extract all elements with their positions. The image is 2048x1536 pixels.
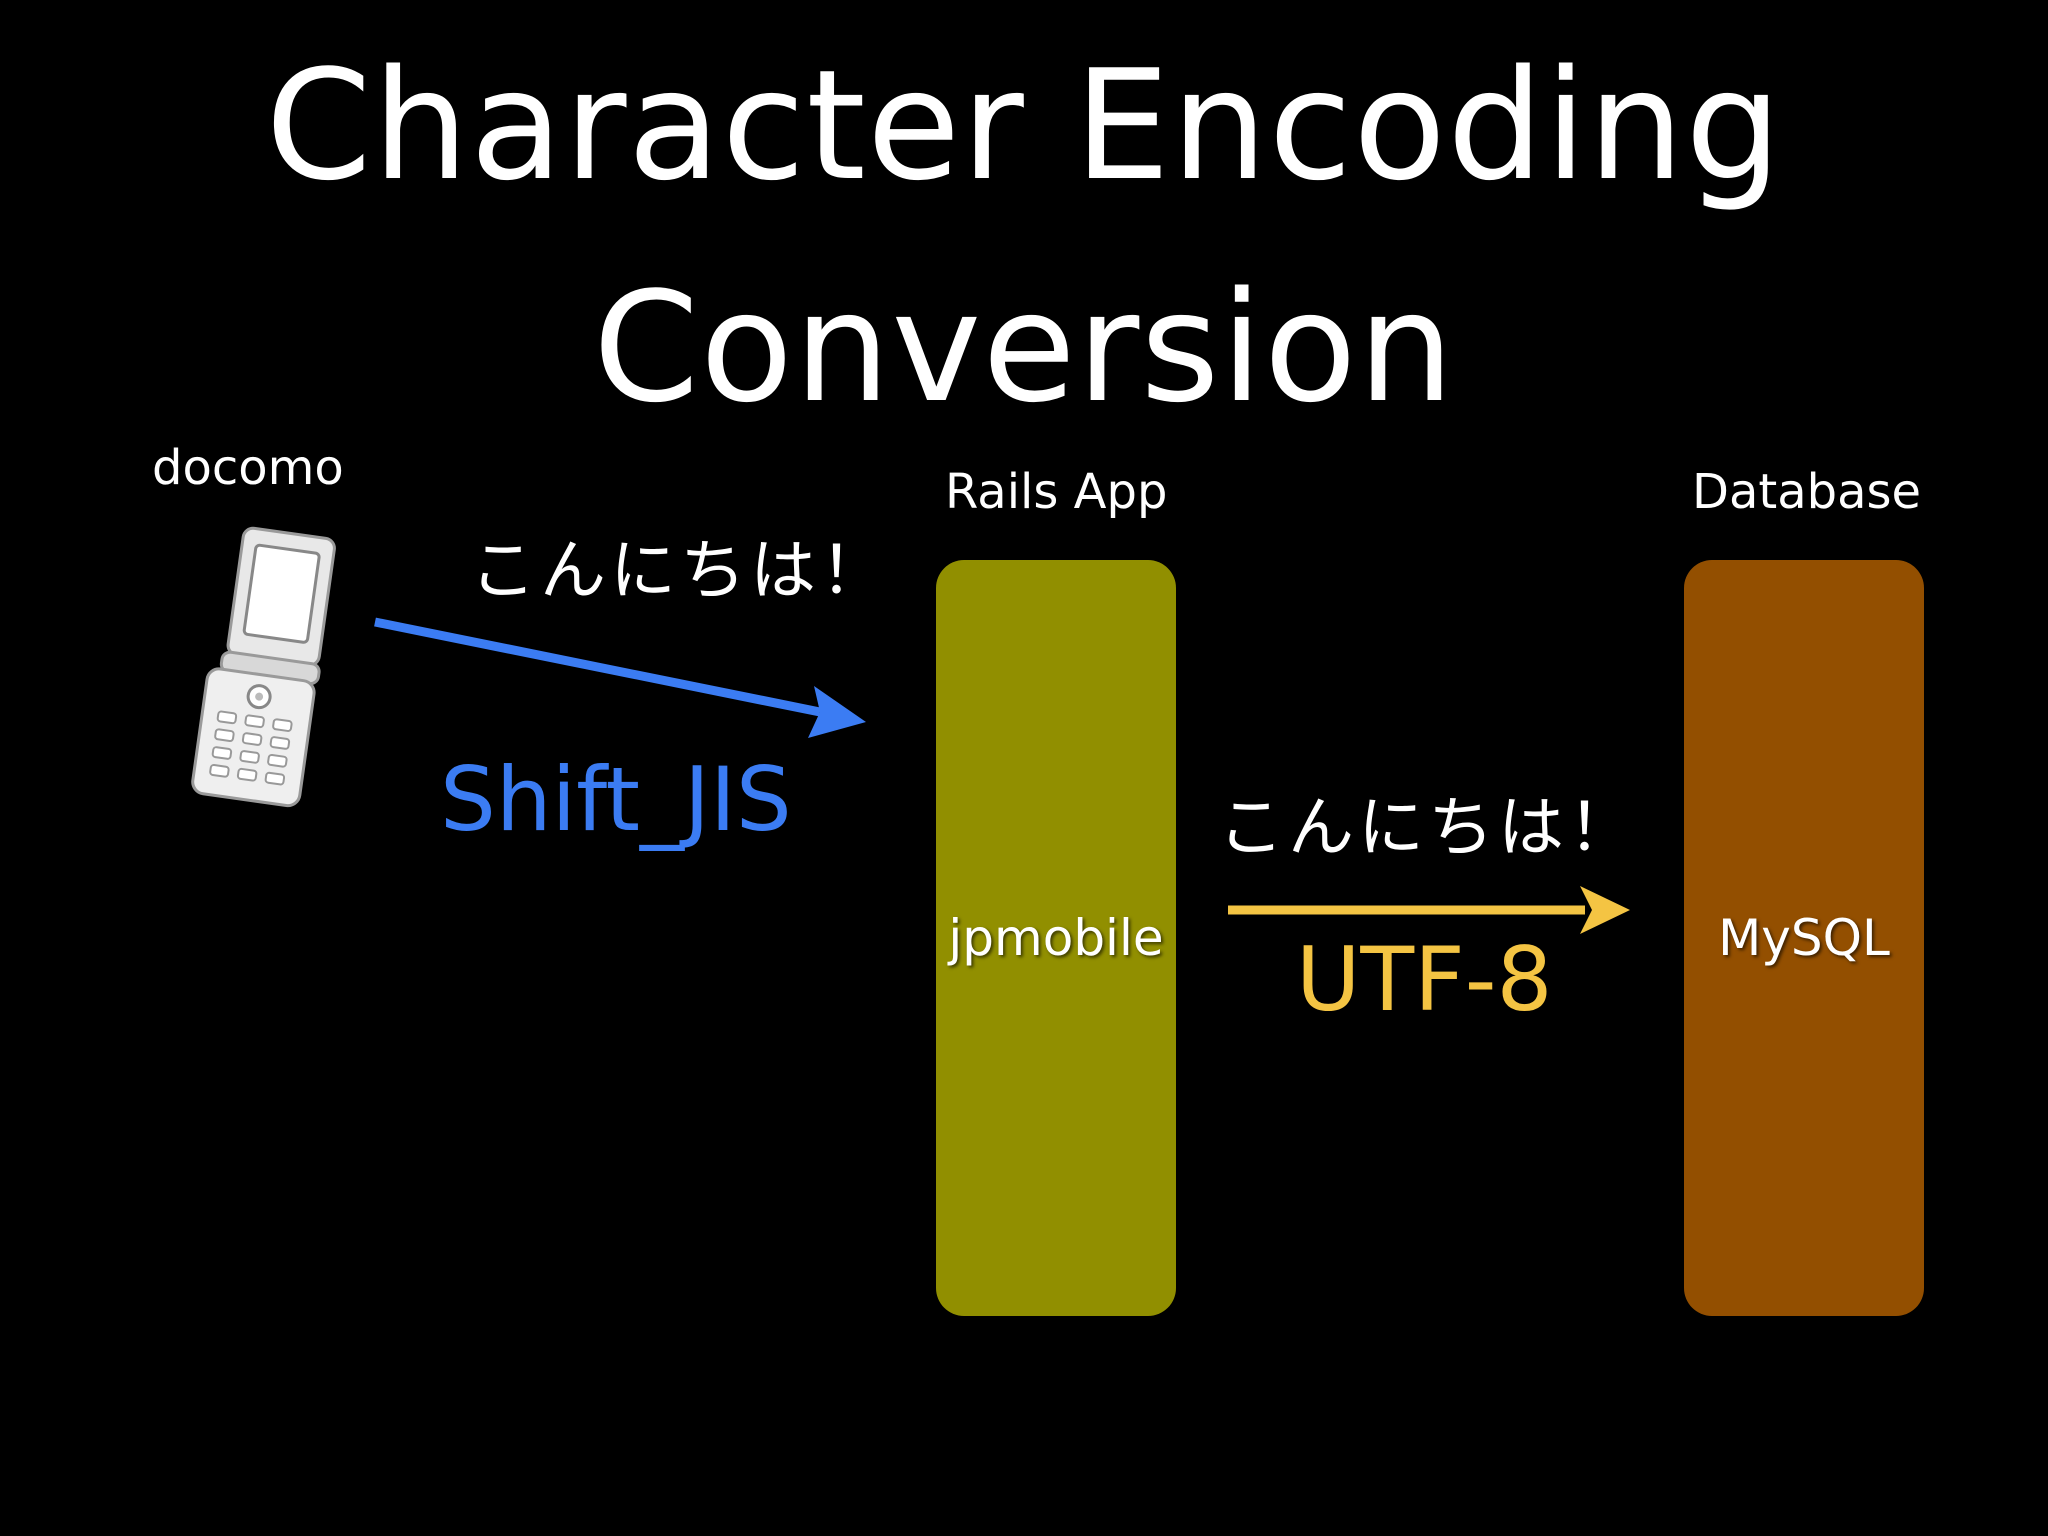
flip-phone-icon bbox=[191, 526, 336, 808]
database-label: Database bbox=[1692, 464, 1922, 520]
rails-app-box-label: jpmobile bbox=[948, 909, 1164, 967]
utf8-arrow bbox=[1228, 886, 1630, 934]
client-message-text: こんにちは！ bbox=[470, 532, 890, 609]
database-box: MySQL bbox=[1684, 560, 1924, 1316]
database-box-label: MySQL bbox=[1718, 909, 1890, 967]
shift-jis-label: Shift_JIS bbox=[440, 748, 792, 851]
shift-jis-arrow bbox=[374, 617, 866, 738]
slide-title-line-1: Character Encoding bbox=[265, 37, 1783, 214]
rails-app-box: jpmobile bbox=[936, 560, 1176, 1316]
slide-title-line-2: Conversion bbox=[592, 259, 1456, 436]
app-message-text: こんにちは！ bbox=[1218, 789, 1638, 866]
client-label: docomo bbox=[152, 440, 344, 496]
app-label: Rails App bbox=[945, 464, 1168, 520]
utf8-label: UTF-8 bbox=[1296, 928, 1553, 1031]
